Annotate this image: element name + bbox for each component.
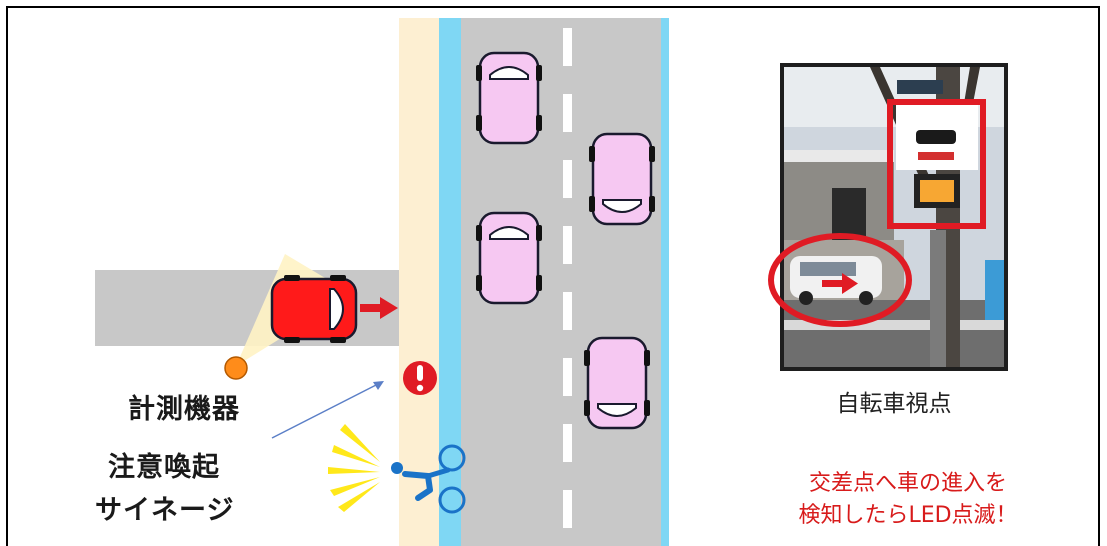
exclamation-circle-icon bbox=[403, 361, 437, 395]
detection-note: 交差点へ車の進入を 検知したらLED点滅！ bbox=[758, 468, 1058, 532]
cyclist-view-photo bbox=[768, 63, 1008, 371]
signage-label-line1: 注意喚起 bbox=[108, 452, 220, 483]
lane-markings bbox=[563, 28, 572, 528]
red-car bbox=[270, 275, 358, 343]
detection-note-line1: 交差点へ車の進入を bbox=[808, 471, 1007, 496]
car-lane1-middle bbox=[474, 211, 544, 305]
car-lane2-bottom bbox=[582, 336, 652, 430]
flashing-light-icon bbox=[328, 424, 380, 512]
measuring-device-label: 計測機器 bbox=[128, 394, 240, 425]
right-edge-lane bbox=[661, 18, 669, 546]
photo-caption: 自転車視点 bbox=[836, 391, 952, 417]
car-lane1-top bbox=[474, 51, 544, 145]
detection-note-line2: 検知したらLED点滅！ bbox=[798, 503, 1018, 528]
pointer-arrow bbox=[271, 381, 384, 439]
bike-lane bbox=[439, 18, 461, 546]
sidewalk bbox=[399, 18, 439, 546]
car-highlight bbox=[768, 233, 912, 327]
cyclist-icon bbox=[391, 444, 466, 514]
signage-label-line2: サイネージ bbox=[95, 495, 235, 526]
sensor-device-icon bbox=[224, 356, 248, 380]
car-lane2-top bbox=[587, 132, 657, 226]
signage-highlight bbox=[887, 99, 986, 229]
right-arrow-icon bbox=[360, 297, 398, 319]
